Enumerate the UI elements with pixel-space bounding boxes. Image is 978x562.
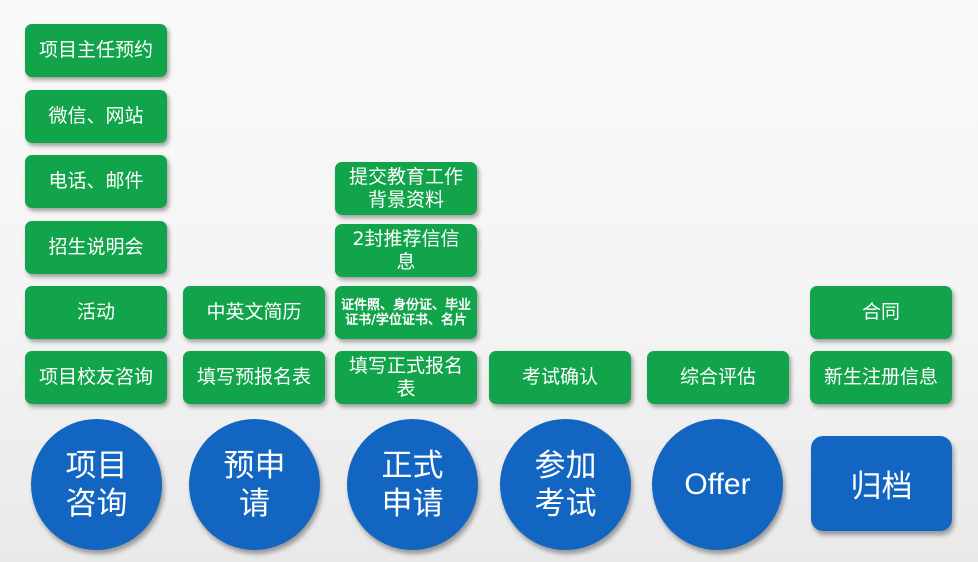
task-box: 招生说明会 [25,221,167,274]
task-box: 提交教育工作背景资料 [335,162,477,215]
task-box: 电话、邮件 [25,155,167,208]
task-box: 微信、网站 [25,90,167,143]
stage-circle: 参加考试 [500,419,631,550]
task-box: 活动 [25,286,167,339]
task-box: 中英文简历 [183,286,325,339]
stage-circle: Offer [652,419,783,550]
task-box: 考试确认 [489,351,631,404]
stage-circle: 项目咨询 [31,419,162,550]
task-box: 项目校友咨询 [25,351,167,404]
task-box: 填写预报名表 [183,351,325,404]
task-box: 2封推荐信信息 [335,224,477,277]
stage-circle: 预申请 [189,419,320,550]
task-box: 综合评估 [647,351,789,404]
task-box: 证件照、身份证、毕业证书/学位证书、名片 [335,286,477,339]
task-box: 项目主任预约 [25,24,167,77]
task-box: 填写正式报名表 [335,351,477,404]
stage-box: 归档 [811,436,952,531]
task-box: 合同 [810,286,952,339]
stage-circle: 正式申请 [347,419,478,550]
task-box: 新生注册信息 [810,351,952,404]
